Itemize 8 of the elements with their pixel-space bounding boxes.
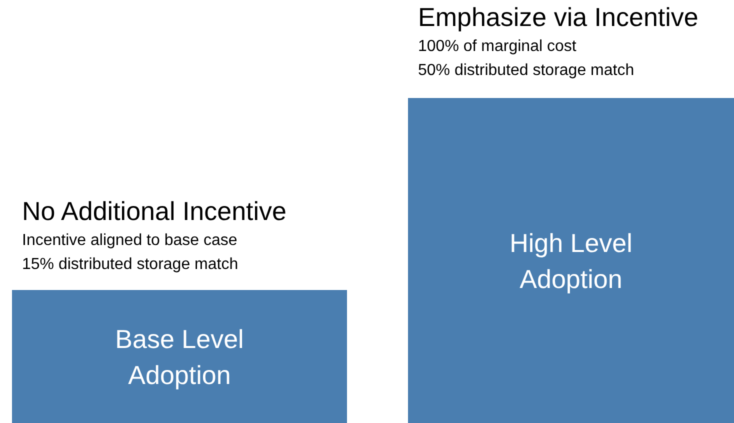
note-text: 15% distributed storage match	[22, 256, 238, 274]
heading: Emphasize via Incentive	[418, 2, 698, 33]
note-text: 50% distributed storage match	[418, 62, 634, 80]
heading: No Additional Incentive	[22, 196, 287, 227]
note-text: Incentive aligned to base case	[22, 232, 238, 250]
box-label: Base Level Adoption	[114, 322, 245, 392]
box-label: High Level Adoption	[508, 226, 634, 296]
note-text: 100% of marginal cost	[418, 38, 576, 56]
